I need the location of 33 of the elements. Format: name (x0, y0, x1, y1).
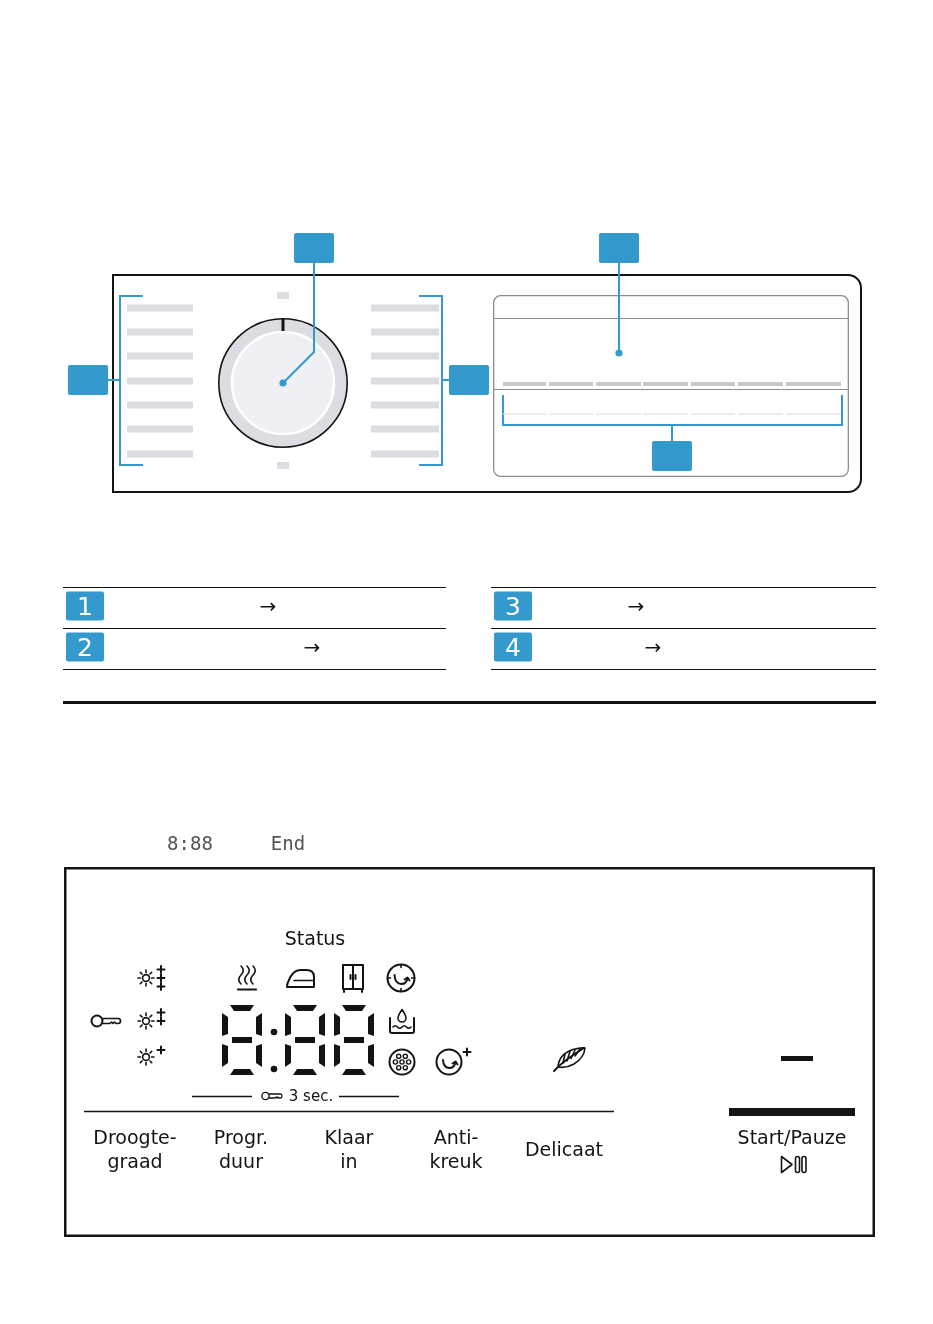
callout-box (68, 365, 108, 395)
leader-line (671, 425, 673, 442)
arrow-symbol: → (627, 595, 645, 617)
rotary-dial (218, 318, 348, 448)
callout-box (652, 441, 692, 471)
button-label: Anti- kreuk (429, 1125, 483, 1173)
callout-number: 4 (494, 632, 532, 661)
leader-line (279, 262, 315, 387)
arrow-symbol: → (303, 636, 321, 658)
display-readout: End (270, 832, 306, 854)
callout-box (599, 233, 639, 263)
arrow-symbol: → (259, 595, 277, 617)
leader-line (615, 262, 623, 357)
status-heading: Status (284, 926, 346, 950)
button-label: Start/Pauze (737, 1125, 847, 1149)
button-row (502, 395, 843, 426)
button-group (369, 295, 443, 466)
callout-box (449, 365, 489, 395)
callout-number: 1 (66, 591, 104, 620)
button-label: Progr. duur (213, 1125, 269, 1173)
callout-box (294, 233, 334, 263)
hold-time-label: 3 sec. (288, 1087, 334, 1105)
display-screen (493, 295, 849, 477)
display-readout: 8:88 (167, 832, 213, 854)
callout-number: 3 (494, 591, 532, 620)
callout-number: 2 (66, 632, 104, 661)
button-label: Klaar in (324, 1125, 374, 1173)
leader-line (442, 379, 450, 381)
leader-line (107, 379, 120, 381)
button-label: Droogte- graad (93, 1125, 177, 1173)
button-group (119, 295, 195, 466)
button-label: Delicaat (524, 1137, 604, 1161)
arrow-symbol: → (644, 636, 662, 658)
